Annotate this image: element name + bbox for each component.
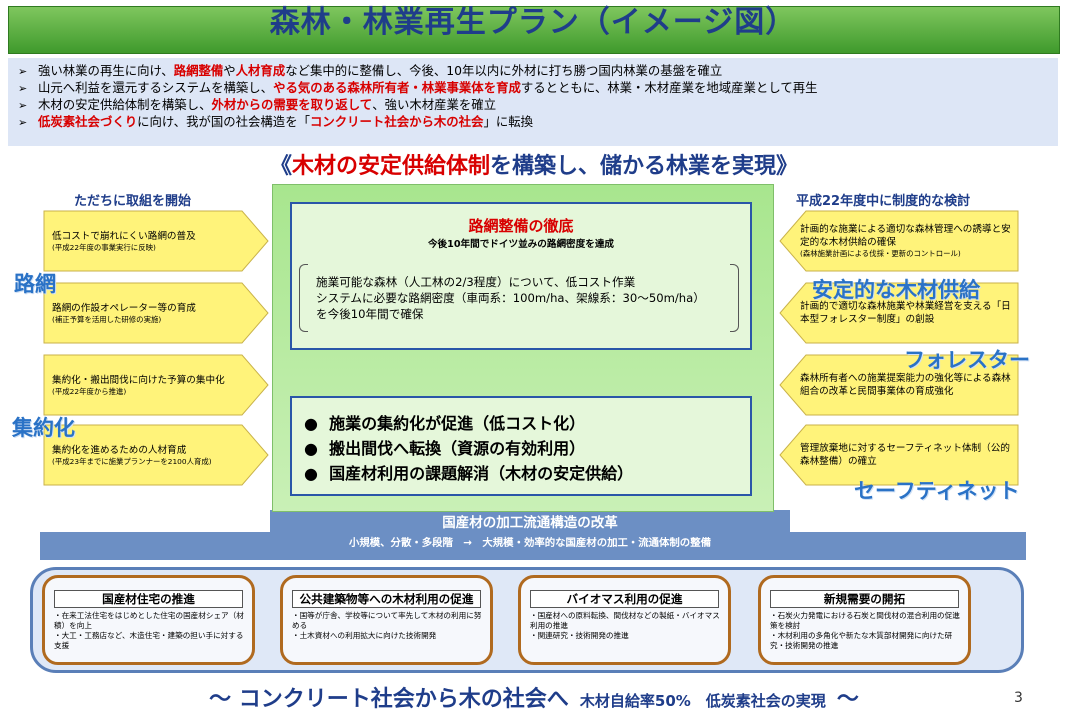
plan-body: 施業可能な森林（人工林の2/3程度）について、低コスト作業 システムに必要な路網…: [316, 274, 736, 322]
left-arrow-box: [43, 354, 269, 416]
left-arrow-box: [43, 210, 269, 272]
right-arrow-box-text: 管理放棄地に対するセーフティネット体制（公的森林整備）の確立: [800, 442, 1012, 468]
right-arrow-box-main: 管理放棄地に対するセーフティネット体制（公的森林整備）の確立: [800, 443, 1010, 467]
measure-card-title: 公共建築物等への木材利用の促進: [292, 590, 481, 608]
bullet-text-segment: 」に転換: [483, 114, 534, 129]
summary-bullets: [8, 58, 1058, 146]
plan-body-line: を今後10年間で確保: [316, 307, 424, 321]
label-stable-supply: 安定的な木材供給: [812, 278, 980, 302]
bullet-text-segment: に向け、我が国の社会構造を「: [137, 114, 310, 129]
left-arrow-box-text: 低コストで崩れにくい路網の普及(平成22年度の事業実行に反映): [52, 230, 257, 253]
bullet-text-segment: 外材からの需要を取り返して: [211, 97, 373, 112]
plan-box: [290, 202, 752, 350]
left-arrow-box-text: 路網の作設オペレーター等の育成(補正予算を活用した研修の実施): [52, 302, 257, 325]
right-arrow-box: [779, 282, 1019, 344]
right-header: 平成22年度中に制度的な検討: [796, 194, 971, 209]
left-arrow-box-main: 低コストで崩れにくい路網の普及: [52, 230, 196, 242]
right-arrow-box-text: 計画的で適切な森林施業や林業経営を支える「日本型フォレスター制度」の創設: [800, 300, 1012, 326]
right-arrow-box-text: 計画的な施業による適切な森林管理への誘導と安定的な木材供給の確保(森林施業計画に…: [800, 223, 1012, 259]
plan-title: 路網整備の徹底: [468, 217, 574, 235]
measure-card-title: バイオマス利用の促進: [530, 590, 719, 608]
measure-card-text: ・国等が庁舎、学校等について率先して木材の利用に努める・土木資材への利用拡大に向…: [292, 611, 482, 641]
bullet-text-segment: コンクリート社会から木の社会: [309, 114, 484, 129]
bullet-marker-icon: ➢: [18, 82, 28, 95]
left-arrow-box: [43, 424, 269, 486]
main-headline: 《木材の安定供給体制を構築し、儲かる林業を実現》: [269, 154, 799, 179]
right-arrow-box-main: 計画的で適切な森林施業や林業経営を支える「日本型フォレスター制度」の創設: [800, 301, 1011, 325]
left-arrow-box-sub: (補正予算を活用した研修の実施): [52, 314, 162, 324]
bullet-text-segment: 強い林業の再生に向け、: [38, 63, 174, 78]
plan-body-line: システムに必要な路網密度（車両系：100m/ha、架線系：30～50m/ha）: [316, 291, 705, 305]
banner-subtitle: 小規模、分散・多段階 → 大規模・効率的な国産材の加工・流通体制の整備: [349, 537, 711, 549]
bullet-text-segment: 木材の安定供給体制を構築し、: [38, 97, 212, 112]
measure-card-line: ・木材利用の多角化や新たな木質部材開発に向けた研究・技術開発の推進: [770, 631, 953, 650]
right-arrow-box: [779, 354, 1019, 416]
left-arrow-box-main: 集約化を進めるための人材育成: [52, 444, 187, 456]
bracket-right: [730, 264, 739, 332]
left-arrow-box-text: 集約化を進めるための人材育成(平成23年までに施業プランナーを2100人育成): [52, 444, 257, 467]
measure-card-line: ・国産材への原料転換、間伐材などの製紙・バイオマス利用の推進: [530, 611, 720, 630]
left-arrow-box-sub: (平成22年度から推進): [52, 386, 127, 396]
plan-body-line: 施業可能な森林（人工林の2/3程度）について、低コスト作業: [316, 275, 636, 289]
banner-arrow-shape: [40, 510, 1026, 560]
measure-card-title: 国産材住宅の推進: [54, 590, 243, 608]
bullet-text-segment: 、強い木材産業を確立: [372, 97, 497, 112]
result-item: ● 施業の集約化が促進（低コスト化）: [304, 414, 586, 433]
bullet-text-segment: やる気のある森林所有者・林業事業体を育成: [273, 80, 521, 95]
bullet-marker-icon: ➢: [18, 99, 28, 112]
right-arrow-box: [779, 424, 1019, 486]
right-arrow-box-main: 計画的な施業による適切な森林管理への誘導と安定的な木材供給の確保: [800, 224, 1011, 248]
result-item: ● 国産材利用の課題解消（木材の安定供給）: [304, 464, 634, 483]
right-arrow-box-main: 森林所有者への施業提案能力の強化等による森林組合の改革と民間事業体の育成強化: [800, 373, 1011, 397]
measure-card-title: 新規需要の開拓: [770, 590, 959, 608]
right-arrow-box-text: 森林所有者への施業提案能力の強化等による森林組合の改革と民間事業体の育成強化: [800, 372, 1012, 398]
left-arrow-box-sub: (平成22年度の事業実行に反映): [52, 242, 156, 252]
bullet-text-segment: や: [223, 63, 236, 78]
bullet-marker-icon: ➢: [18, 116, 28, 129]
right-arrow-box: [779, 210, 1019, 272]
title-banner: [8, 6, 1060, 54]
measure-card-text: ・在来工法住宅をはじめとした住宅の国産材シェア（材積）を向上・大工・工務店など、…: [54, 611, 244, 651]
bullet-text-segment: するとともに、林業・木材産業を地域産業として再生: [520, 80, 818, 95]
summary-bullet: ➢ 強い林業の再生に向け、路網整備や人材育成など集中的に整備し、今後、10年以内に…: [18, 63, 722, 80]
measure-card-line: ・石炭火力発電における石炭と間伐材の混合利用の促進策を検討: [770, 611, 960, 630]
label-shuyakuka: 集約化: [12, 416, 75, 440]
measure-card-line: ・在来工法住宅をはじめとした住宅の国産材シェア（材積）を向上: [54, 611, 244, 630]
left-arrow-box-main: 路網の作設オペレーター等の育成: [52, 302, 196, 314]
left-arrow-box-text: 集約化・搬出間伐に向けた予算の集中化(平成22年度から推進): [52, 374, 257, 397]
summary-bullet: ➢ 山元へ利益を還元するシステムを構築し、やる気のある森林所有者・林業事業体を育成…: [18, 80, 818, 97]
measure-card-line: ・国等が庁舎、学校等について率先して木材の利用に努める: [292, 611, 482, 630]
results-box: [290, 396, 752, 496]
measure-card-line: ・関連研究・技術開発の推進: [530, 631, 629, 640]
label-safetynet: セーフティネット: [854, 479, 1020, 503]
bullet-text-segment: 路網整備: [173, 63, 224, 78]
left-arrow-box-sub: (平成23年までに施業プランナーを2100人育成): [52, 456, 212, 466]
bullet-text-segment: 人材育成: [235, 63, 286, 78]
left-arrow-box: [43, 282, 269, 344]
bullet-marker-icon: ➢: [18, 65, 28, 78]
bullet-text-segment: 山元へ利益を還元するシステムを構築し、: [38, 80, 274, 95]
page-title: 森林・林業再生プラン（イメージ図）: [269, 5, 797, 40]
summary-bullet: ➢ 木材の安定供給体制を構築し、外材からの需要を取り返して、強い木材産業を確立: [18, 97, 496, 114]
bracket-left: [299, 264, 308, 332]
right-arrow-box-sub: (森林施業計画による伐採・更新のコントロール): [800, 249, 961, 258]
left-arrow-box-main: 集約化・搬出間伐に向けた予算の集中化: [52, 374, 225, 386]
bullet-text-segment: 低炭素社会づくり: [38, 114, 138, 129]
page-number: 3: [1014, 690, 1023, 706]
footer-slogan: ～ コンクリート社会から木の社会へ 木材自給率50% 低炭素社会の実現 ～: [209, 687, 859, 712]
plan-subtitle: 今後10年間でドイツ並みの路網密度を達成: [427, 239, 615, 250]
measure-card-text: ・石炭火力発電における石炭と間伐材の混合利用の促進策を検討・木材利用の多角化や新…: [770, 611, 960, 651]
measure-card-text: ・国産材への原料転換、間伐材などの製紙・バイオマス利用の推進・関連研究・技術開発…: [530, 611, 720, 641]
measure-card-line: ・土木資材への利用拡大に向けた技術開発: [292, 631, 437, 640]
result-item: ● 搬出間伐へ転換（資源の有効利用）: [304, 439, 586, 458]
left-header: ただちに取組を開始: [74, 194, 192, 209]
label-romou: 路網: [14, 272, 56, 296]
summary-bullet: ➢ 低炭素社会づくりに向け、我が国の社会構造を「コンクリート社会から木の社会」に転…: [18, 114, 533, 131]
bullet-text-segment: など集中的に整備し、今後、10年以内に外材に打ち勝つ国内林業の基盤を確立: [285, 63, 723, 78]
label-forester: フォレスター: [904, 348, 1030, 372]
measure-card-line: ・大工・工務店など、木造住宅・建築の担い手に対する支援: [54, 631, 244, 650]
banner-title: 国産材の加工流通構造の改革: [442, 515, 618, 531]
